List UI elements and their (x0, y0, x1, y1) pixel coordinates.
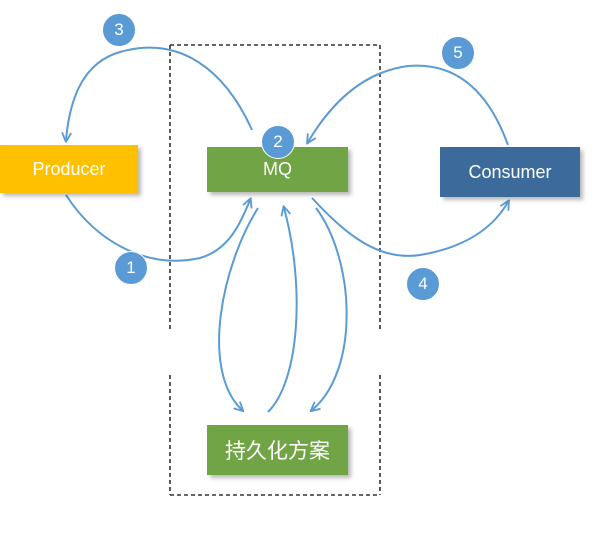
persistence-label: 持久化方案 (225, 439, 330, 463)
arrow-mq-to-persistence-right (312, 207, 348, 410)
consumer-label: Consumer (468, 161, 552, 182)
persistence-node: 持久化方案 (207, 425, 348, 475)
mq-label: MQ (263, 159, 292, 179)
producer-label: Producer (32, 158, 106, 179)
arrow-persistence-to-mq (267, 208, 298, 413)
step-badge-1: 1 (114, 251, 148, 285)
step-badge-4: 4 (406, 267, 440, 301)
arrow-mq-to-persistence-left (218, 207, 259, 410)
step-badge-5: 5 (441, 36, 475, 70)
step-badge-2: 2 (261, 125, 295, 159)
arrow-mq-ack-to-producer (66, 46, 253, 140)
step-badge-3: 3 (102, 13, 136, 47)
arrow-consumer-ack-to-mq (308, 64, 509, 146)
arrow-mq-to-consumer (311, 197, 508, 257)
mq-boundary (169, 44, 381, 496)
producer-node: Producer (0, 145, 138, 193)
consumer-node: Consumer (440, 147, 580, 197)
arrow-producer-to-mq (65, 194, 250, 262)
